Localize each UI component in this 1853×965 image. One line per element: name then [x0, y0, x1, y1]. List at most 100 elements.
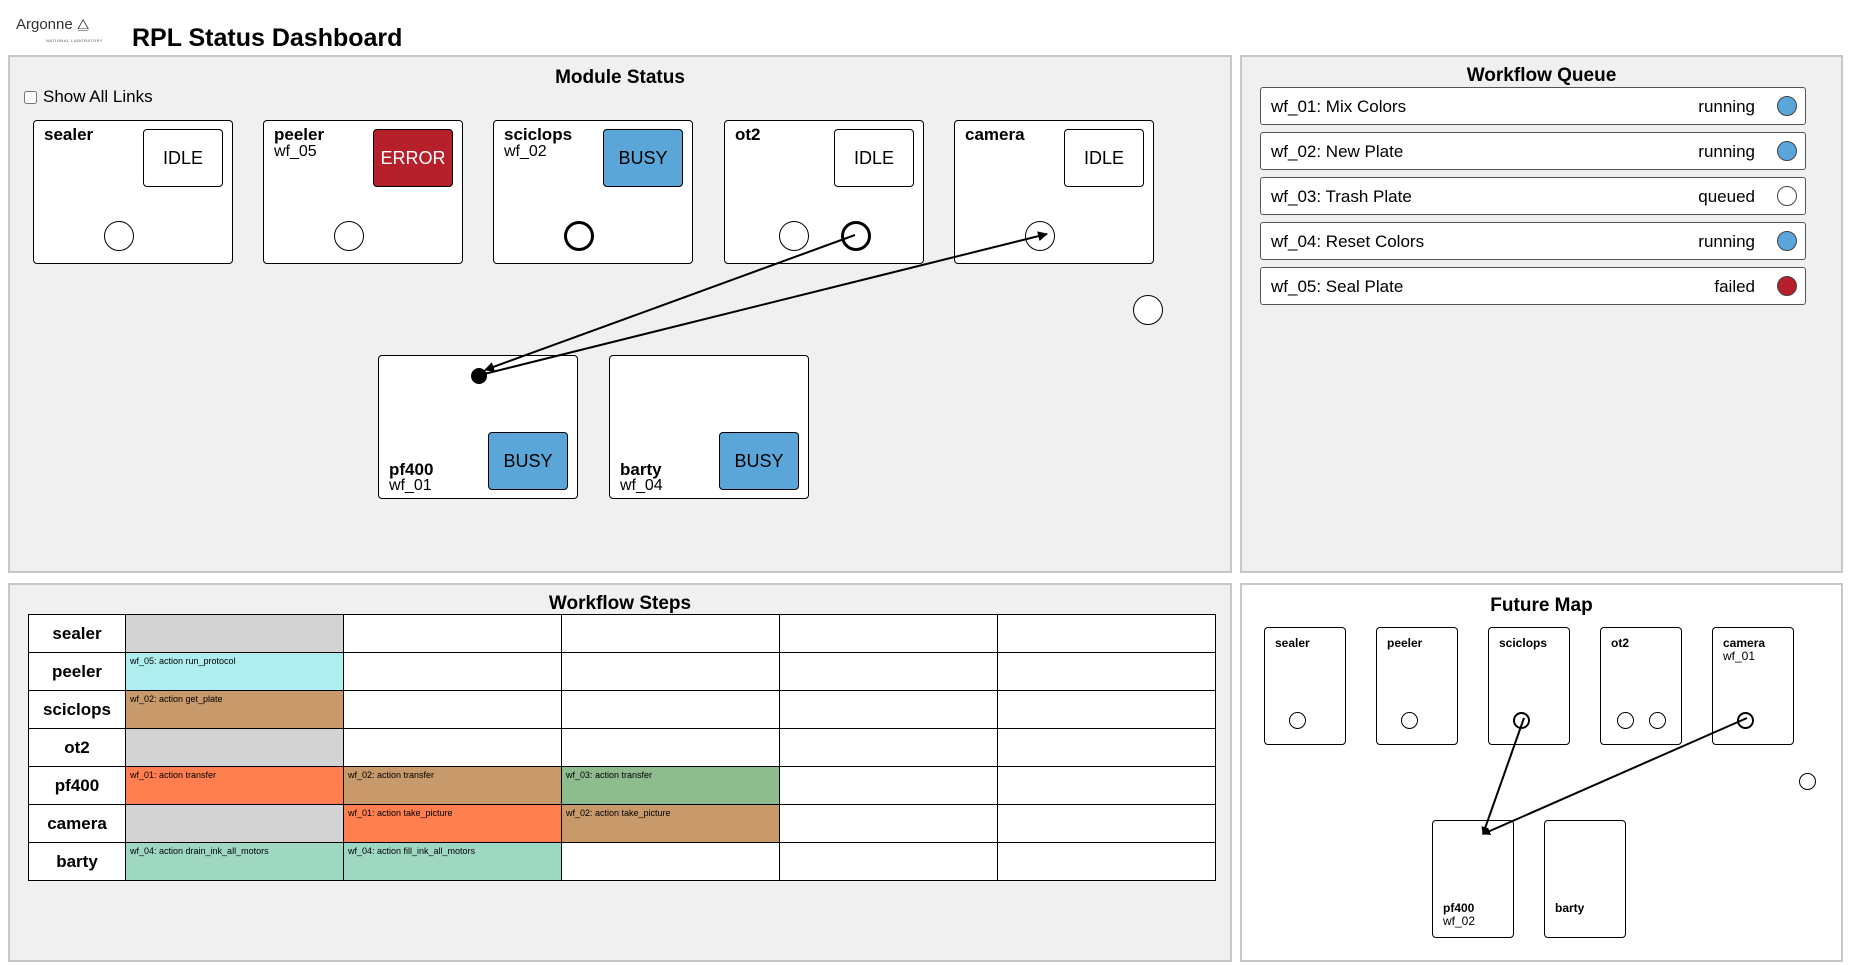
show-all-links-checkbox[interactable]	[24, 90, 37, 104]
module-status-badge: IDLE	[834, 129, 914, 187]
future-module-camera[interactable]: camera wf_01	[1712, 627, 1794, 745]
future-module-barty[interactable]: barty	[1544, 820, 1626, 938]
future-module-sealer[interactable]: sealer	[1264, 627, 1346, 745]
step-cell	[779, 652, 998, 691]
module-peeler[interactable]: peeler wf_05 ERROR	[263, 120, 463, 264]
module-status-panel: Module Status Show All Links sealer IDLE…	[8, 55, 1232, 573]
step-cell	[997, 728, 1216, 767]
module-ot2[interactable]: ot2 IDLE	[724, 120, 924, 264]
module-barty[interactable]: barty wf_04 BUSY	[609, 355, 809, 499]
connector-circle	[1025, 221, 1055, 251]
future-module-sciclops[interactable]: sciclops	[1488, 627, 1570, 745]
module-name: pf400	[1443, 901, 1475, 915]
future-map-panel: Future Map sealer peeler sciclops ot2 ca…	[1240, 583, 1843, 962]
step-cell	[997, 842, 1216, 881]
step-cell	[779, 842, 998, 881]
queue-item-wf02[interactable]: wf_02: New Plate running	[1260, 132, 1806, 170]
queue-item-label: wf_02: New Plate	[1271, 142, 1404, 161]
queue-item-label: wf_01: Mix Colors	[1271, 97, 1407, 116]
future-module-pf400[interactable]: pf400 wf_02	[1432, 820, 1514, 938]
step-cell: wf_04: action fill_ink_all_motors	[343, 842, 562, 881]
queue-item-status: failed	[1714, 277, 1755, 296]
module-name: ot2	[1611, 636, 1629, 650]
connector-circle	[1133, 295, 1163, 325]
step-cell: wf_01: action transfer	[125, 766, 344, 805]
step-cell	[561, 690, 780, 729]
step-cell	[561, 728, 780, 767]
module-name: sciclops	[1499, 636, 1548, 650]
step-cell: wf_01: action take_picture	[343, 804, 562, 843]
module-name: ot2	[735, 125, 761, 144]
step-cell: wf_02: action take_picture	[561, 804, 780, 843]
module-status-badge: IDLE	[143, 129, 223, 187]
step-cell	[779, 766, 998, 805]
queue-item-wf03[interactable]: wf_03: Trash Plate queued	[1260, 177, 1806, 215]
future-map-title: Future Map	[1490, 595, 1593, 616]
module-workflow: wf_01	[1723, 649, 1756, 663]
queue-item-wf01[interactable]: wf_01: Mix Colors running	[1260, 87, 1806, 125]
show-all-links-toggle[interactable]: Show All Links	[24, 87, 153, 107]
row-header: pf400	[28, 766, 126, 805]
module-name: barty	[620, 460, 662, 479]
workflow-steps-title: Workflow Steps	[548, 593, 692, 614]
connector-circle	[1649, 712, 1666, 729]
future-module-ot2[interactable]: ot2	[1600, 627, 1682, 745]
queue-item-label: wf_05: Seal Plate	[1271, 277, 1404, 296]
step-cell	[125, 728, 344, 767]
queue-item-status: running	[1698, 97, 1755, 116]
step-cell	[997, 766, 1216, 805]
module-sciclops[interactable]: sciclops wf_02 BUSY	[493, 120, 693, 264]
queue-item-label: wf_03: Trash Plate	[1271, 187, 1412, 206]
status-dot-icon	[1777, 276, 1797, 296]
connector-circle	[841, 221, 871, 251]
module-workflow: wf_04	[620, 477, 663, 494]
step-cell	[343, 652, 562, 691]
queue-item-status: running	[1698, 142, 1755, 161]
table-row: sealer	[28, 614, 1216, 653]
logo-subtext: NATIONAL LABORATORY	[46, 38, 104, 43]
queue-item-wf04[interactable]: wf_04: Reset Colors running	[1260, 222, 1806, 260]
module-workflow: wf_01	[389, 477, 432, 494]
workflow-steps-panel: Workflow Steps sealer peeler wf_05: acti…	[8, 583, 1232, 962]
module-name: barty	[1555, 901, 1585, 915]
workflow-queue-panel: Workflow Queue wf_01: Mix Colors running…	[1240, 55, 1843, 573]
step-cell	[561, 652, 780, 691]
step-cell	[125, 804, 344, 843]
connector-circle	[1737, 712, 1754, 729]
step-cell	[561, 842, 780, 881]
module-name: peeler	[1387, 636, 1423, 650]
workflow-queue-title: Workflow Queue	[1466, 65, 1617, 86]
module-sealer[interactable]: sealer IDLE	[33, 120, 233, 264]
row-header: peeler	[28, 652, 126, 691]
connector-circle	[1401, 712, 1418, 729]
future-module-peeler[interactable]: peeler	[1376, 627, 1458, 745]
step-cell: wf_02: action transfer	[343, 766, 562, 805]
table-row: pf400 wf_01: action transfer wf_02: acti…	[28, 766, 1216, 805]
step-cell	[343, 690, 562, 729]
step-cell	[125, 614, 344, 653]
status-dot-icon	[1777, 141, 1797, 161]
step-cell	[779, 614, 998, 653]
table-row: ot2	[28, 728, 1216, 767]
status-dot-icon	[1777, 186, 1797, 206]
connector-circle	[1799, 773, 1816, 790]
step-cell	[343, 614, 562, 653]
module-status-badge: ERROR	[373, 129, 453, 187]
status-dot-icon	[1777, 96, 1797, 116]
row-header: camera	[28, 804, 126, 843]
step-cell: wf_05: action run_protocol	[125, 652, 344, 691]
row-header: sciclops	[28, 690, 126, 729]
queue-item-wf05[interactable]: wf_05: Seal Plate failed	[1260, 267, 1806, 305]
step-cell: wf_04: action drain_ink_all_motors	[125, 842, 344, 881]
connector-circle	[1513, 712, 1530, 729]
module-pf400[interactable]: pf400 wf_01 BUSY	[378, 355, 578, 499]
step-cell	[779, 804, 998, 843]
table-row: barty wf_04: action drain_ink_all_motors…	[28, 842, 1216, 881]
step-cell	[997, 652, 1216, 691]
module-camera[interactable]: camera IDLE	[954, 120, 1154, 264]
module-workflow: wf_02	[504, 143, 547, 160]
connector-circle	[104, 221, 134, 251]
page-title: RPL Status Dashboard	[132, 24, 403, 52]
show-all-links-label: Show All Links	[43, 87, 153, 106]
module-status-title: Module Status	[555, 67, 685, 88]
